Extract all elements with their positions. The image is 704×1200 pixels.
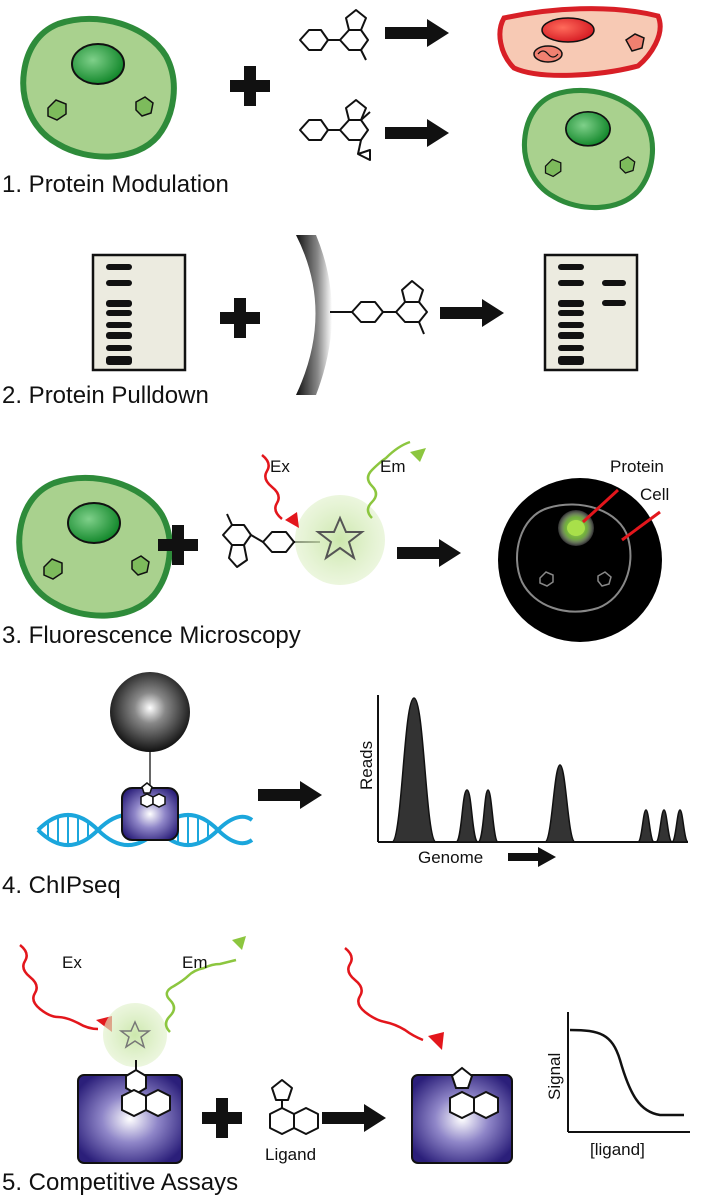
gel-pulldown-icon (543, 253, 639, 372)
fluorescence-glow (295, 495, 385, 585)
plus-icon (202, 1098, 242, 1138)
reads-axis-label: Reads (357, 741, 376, 790)
small-molecule-b-icon (299, 99, 371, 161)
arrow-icon (385, 119, 449, 147)
arrow-icon (385, 19, 449, 47)
cell-label: Cell (640, 485, 669, 504)
section-competitive-assays: Ex Em Ligand (2, 936, 690, 1196)
microscopy-view-icon (498, 478, 662, 642)
section-chipseq: Reads Genome 4. ChIPseq (2, 672, 689, 899)
small-molecule-a-icon (299, 9, 369, 61)
plus-icon (220, 298, 260, 338)
excitation-wave-icon (19, 944, 99, 1031)
peak (671, 809, 689, 843)
ligand-label: Ligand (265, 1145, 316, 1164)
arrow-icon (397, 539, 461, 567)
excitation-wave-icon (261, 454, 283, 520)
bead-icon (296, 235, 332, 395)
section-label: 1. Protein Modulation (2, 171, 229, 198)
healthy-cell-icon (524, 90, 652, 207)
section-label: 3. Fluorescence Microscopy (2, 622, 301, 649)
peak (391, 697, 437, 843)
excitation-label: Ex (62, 953, 82, 972)
arrow-icon (440, 299, 504, 327)
dying-cell-icon (497, 6, 663, 78)
section-protein-pulldown: 2. Protein Pulldown (2, 235, 639, 409)
plus-icon (230, 66, 270, 106)
section-label: 4. ChIPseq (2, 872, 121, 899)
arrow-icon (258, 781, 322, 809)
bait-molecule-icon (330, 280, 428, 335)
peak (655, 809, 673, 843)
peak (477, 789, 499, 843)
reads-plot: Reads Genome (357, 695, 689, 867)
peak (455, 789, 479, 843)
emission-label: Em (380, 457, 406, 476)
dose-response-curve (569, 1028, 684, 1117)
peak (637, 809, 655, 843)
genome-axis-label: Genome (418, 848, 483, 867)
fluorophore-star-icon (118, 1020, 152, 1049)
peak (544, 764, 576, 843)
fluorescence-glow (103, 1003, 167, 1067)
ligand-molecule-icon (269, 1079, 319, 1135)
bound-probe-icon (121, 1060, 171, 1118)
ligand-axis-label: [ligand] (590, 1140, 645, 1159)
emission-label: Em (182, 953, 208, 972)
gel-lysate-icon (91, 253, 187, 372)
fluorophore-star-icon (315, 515, 365, 561)
section-fluorescence-microscopy: Ex Em Protein Cell 3. Fluorescence Micro… (2, 440, 669, 649)
section-label: 2. Protein Pulldown (2, 382, 209, 409)
bound-ligand-icon (449, 1066, 499, 1120)
healthy-cell-icon (19, 478, 170, 616)
emission-wave-icon (164, 958, 237, 1033)
arrow-icon (322, 1104, 386, 1132)
section-label: 5. Competitive Assays (2, 1169, 238, 1196)
bead-sphere-icon (110, 672, 190, 752)
signal-axis-label: Signal (545, 1053, 564, 1100)
genome-arrow-icon (508, 847, 556, 867)
section-protein-modulation: 1. Protein Modulation (2, 6, 663, 208)
healthy-cell-icon (23, 19, 174, 157)
emission-wave-icon (366, 440, 411, 519)
protein-label: Protein (610, 457, 664, 476)
signal-plot: Signal [ligand] (545, 1012, 690, 1159)
excitation-label: Ex (270, 457, 290, 476)
bound-ligand-icon (140, 782, 166, 808)
excitation-wave-icon (344, 947, 424, 1042)
